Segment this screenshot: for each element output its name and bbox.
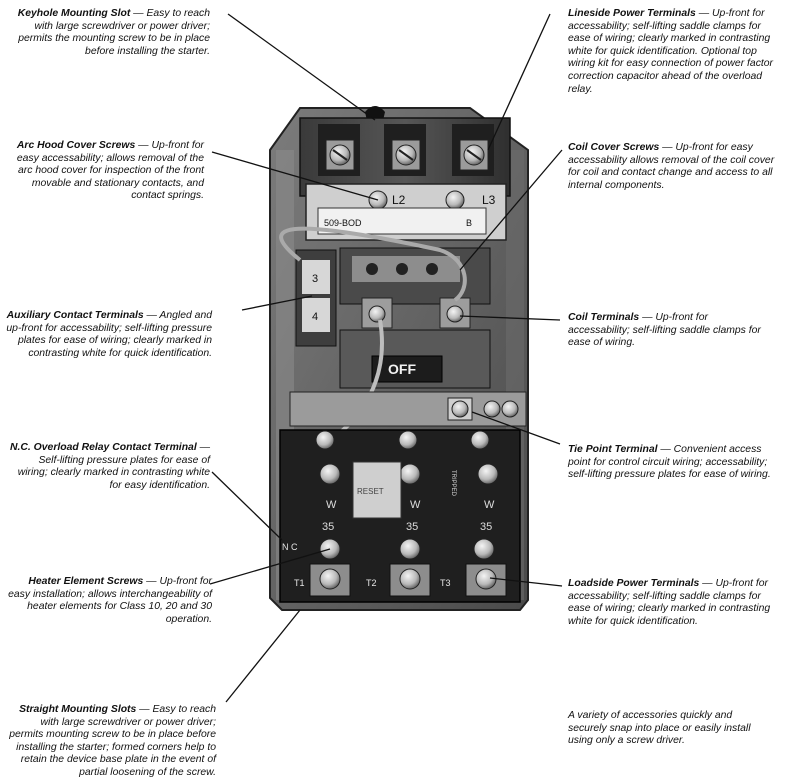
rating-3: 35 [480, 521, 492, 533]
callout-arc-hood-title: Arc Hood Cover Screws [16, 140, 136, 151]
callout-nc-overload-title: N.C. Overload Relay Contact Terminal [10, 442, 197, 453]
w-mark-3: W [484, 499, 495, 511]
callout-arc-hood: Arc Hood Cover Screws — Up-front for eas… [16, 140, 204, 202]
callout-straight: Straight Mounting Slots — Easy to reach … [9, 704, 216, 778]
label-l2: L2 [392, 193, 406, 207]
control-wire [279, 226, 467, 302]
callout-auxiliary-body: Angled and up-front for accessability; s… [6, 310, 212, 359]
coil-assembly: OFF [339, 247, 491, 389]
leader-heater [209, 548, 331, 585]
callout-lineside-body: Up-front for accessability; self-lifting… [568, 8, 774, 95]
callout-nc-overload-body: Self-lifting pressure plates for ease of… [17, 454, 210, 491]
callout-heater-title: Heater Element Screws [28, 576, 144, 587]
callout-keyhole-body: Easy to reach with large screwdriver or … [18, 8, 210, 57]
callout-coil-cover-body: Up-front for easy accessability allows r… [568, 142, 775, 191]
callout-auxiliary: Auxiliary Contact Terminals — Angled and… [6, 310, 212, 359]
leader-loadside [489, 577, 563, 587]
nameplate-model: 509-BOD [324, 218, 362, 228]
off-label: OFF [388, 361, 416, 377]
leader-keyhole [227, 13, 376, 121]
nc-label: N C [282, 542, 298, 552]
accessories-note-text: A variety of accessories quickly and sec… [568, 710, 751, 747]
leader-lines [209, 13, 563, 703]
callout-loadside-title: Loadside Power Terminals [568, 578, 700, 589]
callout-straight-body: Easy to reach with large screwdriver or … [9, 704, 216, 778]
callout-keyhole: Keyhole Mounting Slot — Easy to reach wi… [17, 8, 210, 57]
accessories-note: A variety of accessories quickly and sec… [568, 710, 768, 748]
t2-label: T2 [366, 578, 377, 588]
t3-label: T3 [440, 578, 451, 588]
callout-coil-terminals: Coil Terminals — Up-front for accessabil… [568, 312, 761, 349]
callout-heater: Heater Element Screws — Up-front for eas… [8, 576, 212, 625]
callout-coil-terminals-body: Up-front for accessability; self-lifting… [568, 312, 761, 349]
leader-auxiliary [241, 295, 313, 311]
w-mark-2: W [410, 499, 421, 511]
callout-coil-cover-title: Coil Cover Screws [568, 142, 660, 153]
rating-2: 35 [406, 521, 418, 533]
callout-tie-point: Tie Point Terminal — Convenient access p… [568, 444, 771, 481]
leader-tie-point [471, 411, 561, 445]
callout-loadside: Loadside Power Terminals — Up-front for … [568, 578, 771, 627]
callout-tie-point-body: Convenient access point for control circ… [568, 444, 771, 481]
aux-label-4: 4 [312, 311, 318, 323]
leader-arc-hood [211, 151, 379, 201]
callout-nc-overload: N.C. Overload Relay Contact Terminal — S… [10, 442, 210, 491]
callout-lineside-title: Lineside Power Terminals [568, 8, 696, 19]
label-l3: L3 [482, 193, 496, 207]
callout-lineside: Lineside Power Terminals — Up-front for … [568, 8, 774, 95]
callout-arc-hood-body: Up-front for easy accessability; allows … [16, 140, 204, 202]
callout-coil-terminals-title: Coil Terminals [568, 312, 640, 323]
auxiliary-contact-block: 3 4 [295, 249, 337, 347]
callout-auxiliary-title: Auxiliary Contact Terminals [6, 310, 144, 321]
aux-label-3: 3 [312, 273, 318, 285]
overload-relay: RESET W W W 35 35 35 TRIPPED N C T1 T2 T… [279, 429, 521, 603]
tripped-label: TRIPPED [450, 470, 456, 497]
leader-lineside [487, 13, 551, 151]
callout-tie-point-title: Tie Point Terminal [568, 444, 658, 455]
reset-label: RESET [357, 487, 384, 496]
nameplate-series: B [466, 218, 472, 228]
leader-coil-cover [459, 149, 563, 271]
callout-loadside-body: Up-front for accessability; self-lifting… [568, 578, 771, 627]
tie-point-bar [289, 391, 527, 427]
leader-coil-terminals [459, 315, 561, 321]
callout-keyhole-title: Keyhole Mounting Slot [17, 8, 131, 19]
leader-nc [211, 471, 283, 541]
t1-label: T1 [294, 578, 305, 588]
w-mark-1: W [326, 499, 337, 511]
leader-straight [225, 609, 301, 703]
callout-straight-title: Straight Mounting Slots [19, 704, 137, 715]
rating-1: 35 [322, 521, 334, 533]
callout-coil-cover: Coil Cover Screws — Up-front for easy ac… [568, 142, 775, 191]
lineside-terminal-block [299, 117, 511, 197]
callout-heater-body: Up-front for easy installation; allows i… [8, 576, 212, 625]
